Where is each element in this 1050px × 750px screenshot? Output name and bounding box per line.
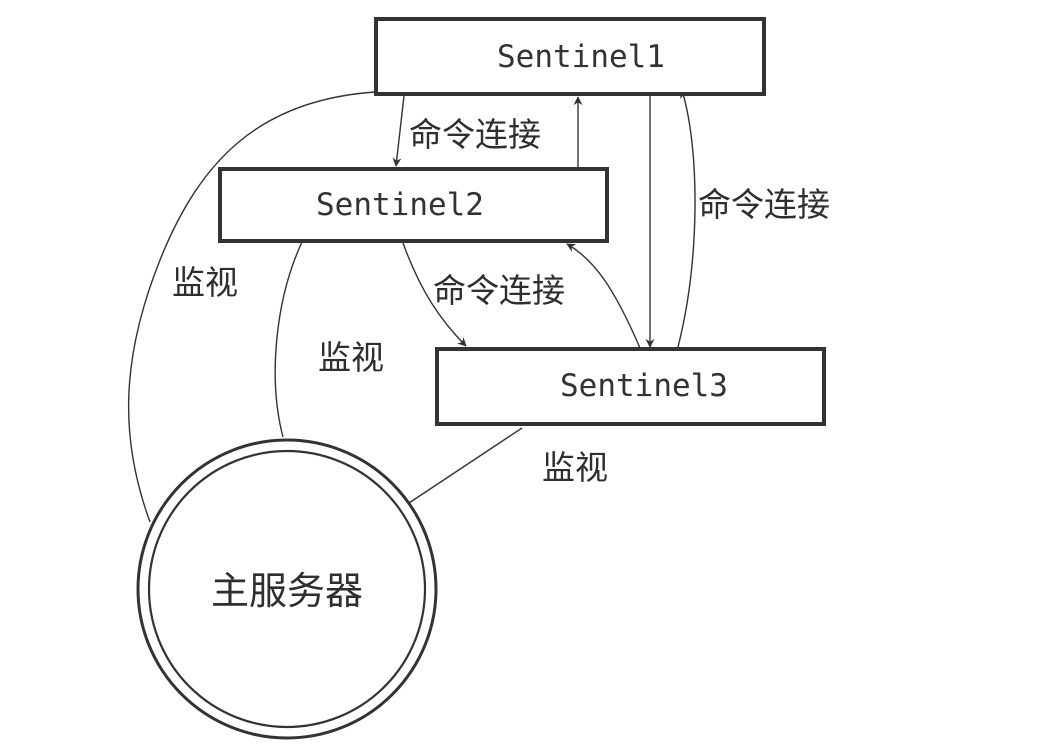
command-label-s1-s3: 命令连接 (698, 185, 830, 224)
arrow-s3-to-s1 (677, 89, 696, 348)
sentinel3-label: Sentinel3 (560, 368, 728, 404)
command-edges (392, 89, 696, 349)
sentinel2-box (218, 167, 609, 243)
arrow-s3-to-s2 (566, 243, 641, 349)
monitor-line-sentinel1 (127, 91, 376, 523)
monitor-line-sentinel3 (408, 427, 523, 504)
edge-labels: 命令连接 命令连接 命令连接 监视 监视 监视 (172, 115, 830, 487)
arrow-s1-to-s2 (392, 95, 405, 167)
sentinel3-node: Sentinel3 (435, 347, 826, 426)
arrow-s2-to-s3 (402, 242, 467, 347)
sentinel3-box (435, 347, 826, 426)
command-label-s1-s2: 命令连接 (409, 115, 541, 154)
monitor-label-s2: 监视 (318, 338, 384, 377)
sentinel1-node: Sentinel1 (374, 17, 766, 96)
sentinel2-node: Sentinel2 (218, 167, 609, 243)
monitor-line-sentinel2 (274, 241, 303, 438)
sentinel1-box (374, 17, 766, 96)
master-server-node: 主服务器 (136, 438, 438, 740)
command-label-s2-s3: 命令连接 (433, 271, 565, 310)
monitor-edges (127, 91, 523, 523)
sentinel2-label: Sentinel2 (316, 187, 484, 223)
monitor-label-s3: 监视 (542, 448, 608, 487)
sentinel1-label: Sentinel1 (497, 39, 665, 75)
master-server-label: 主服务器 (211, 569, 363, 613)
master-inner-circle (147, 449, 427, 729)
monitor-label-s1: 监视 (172, 263, 238, 302)
